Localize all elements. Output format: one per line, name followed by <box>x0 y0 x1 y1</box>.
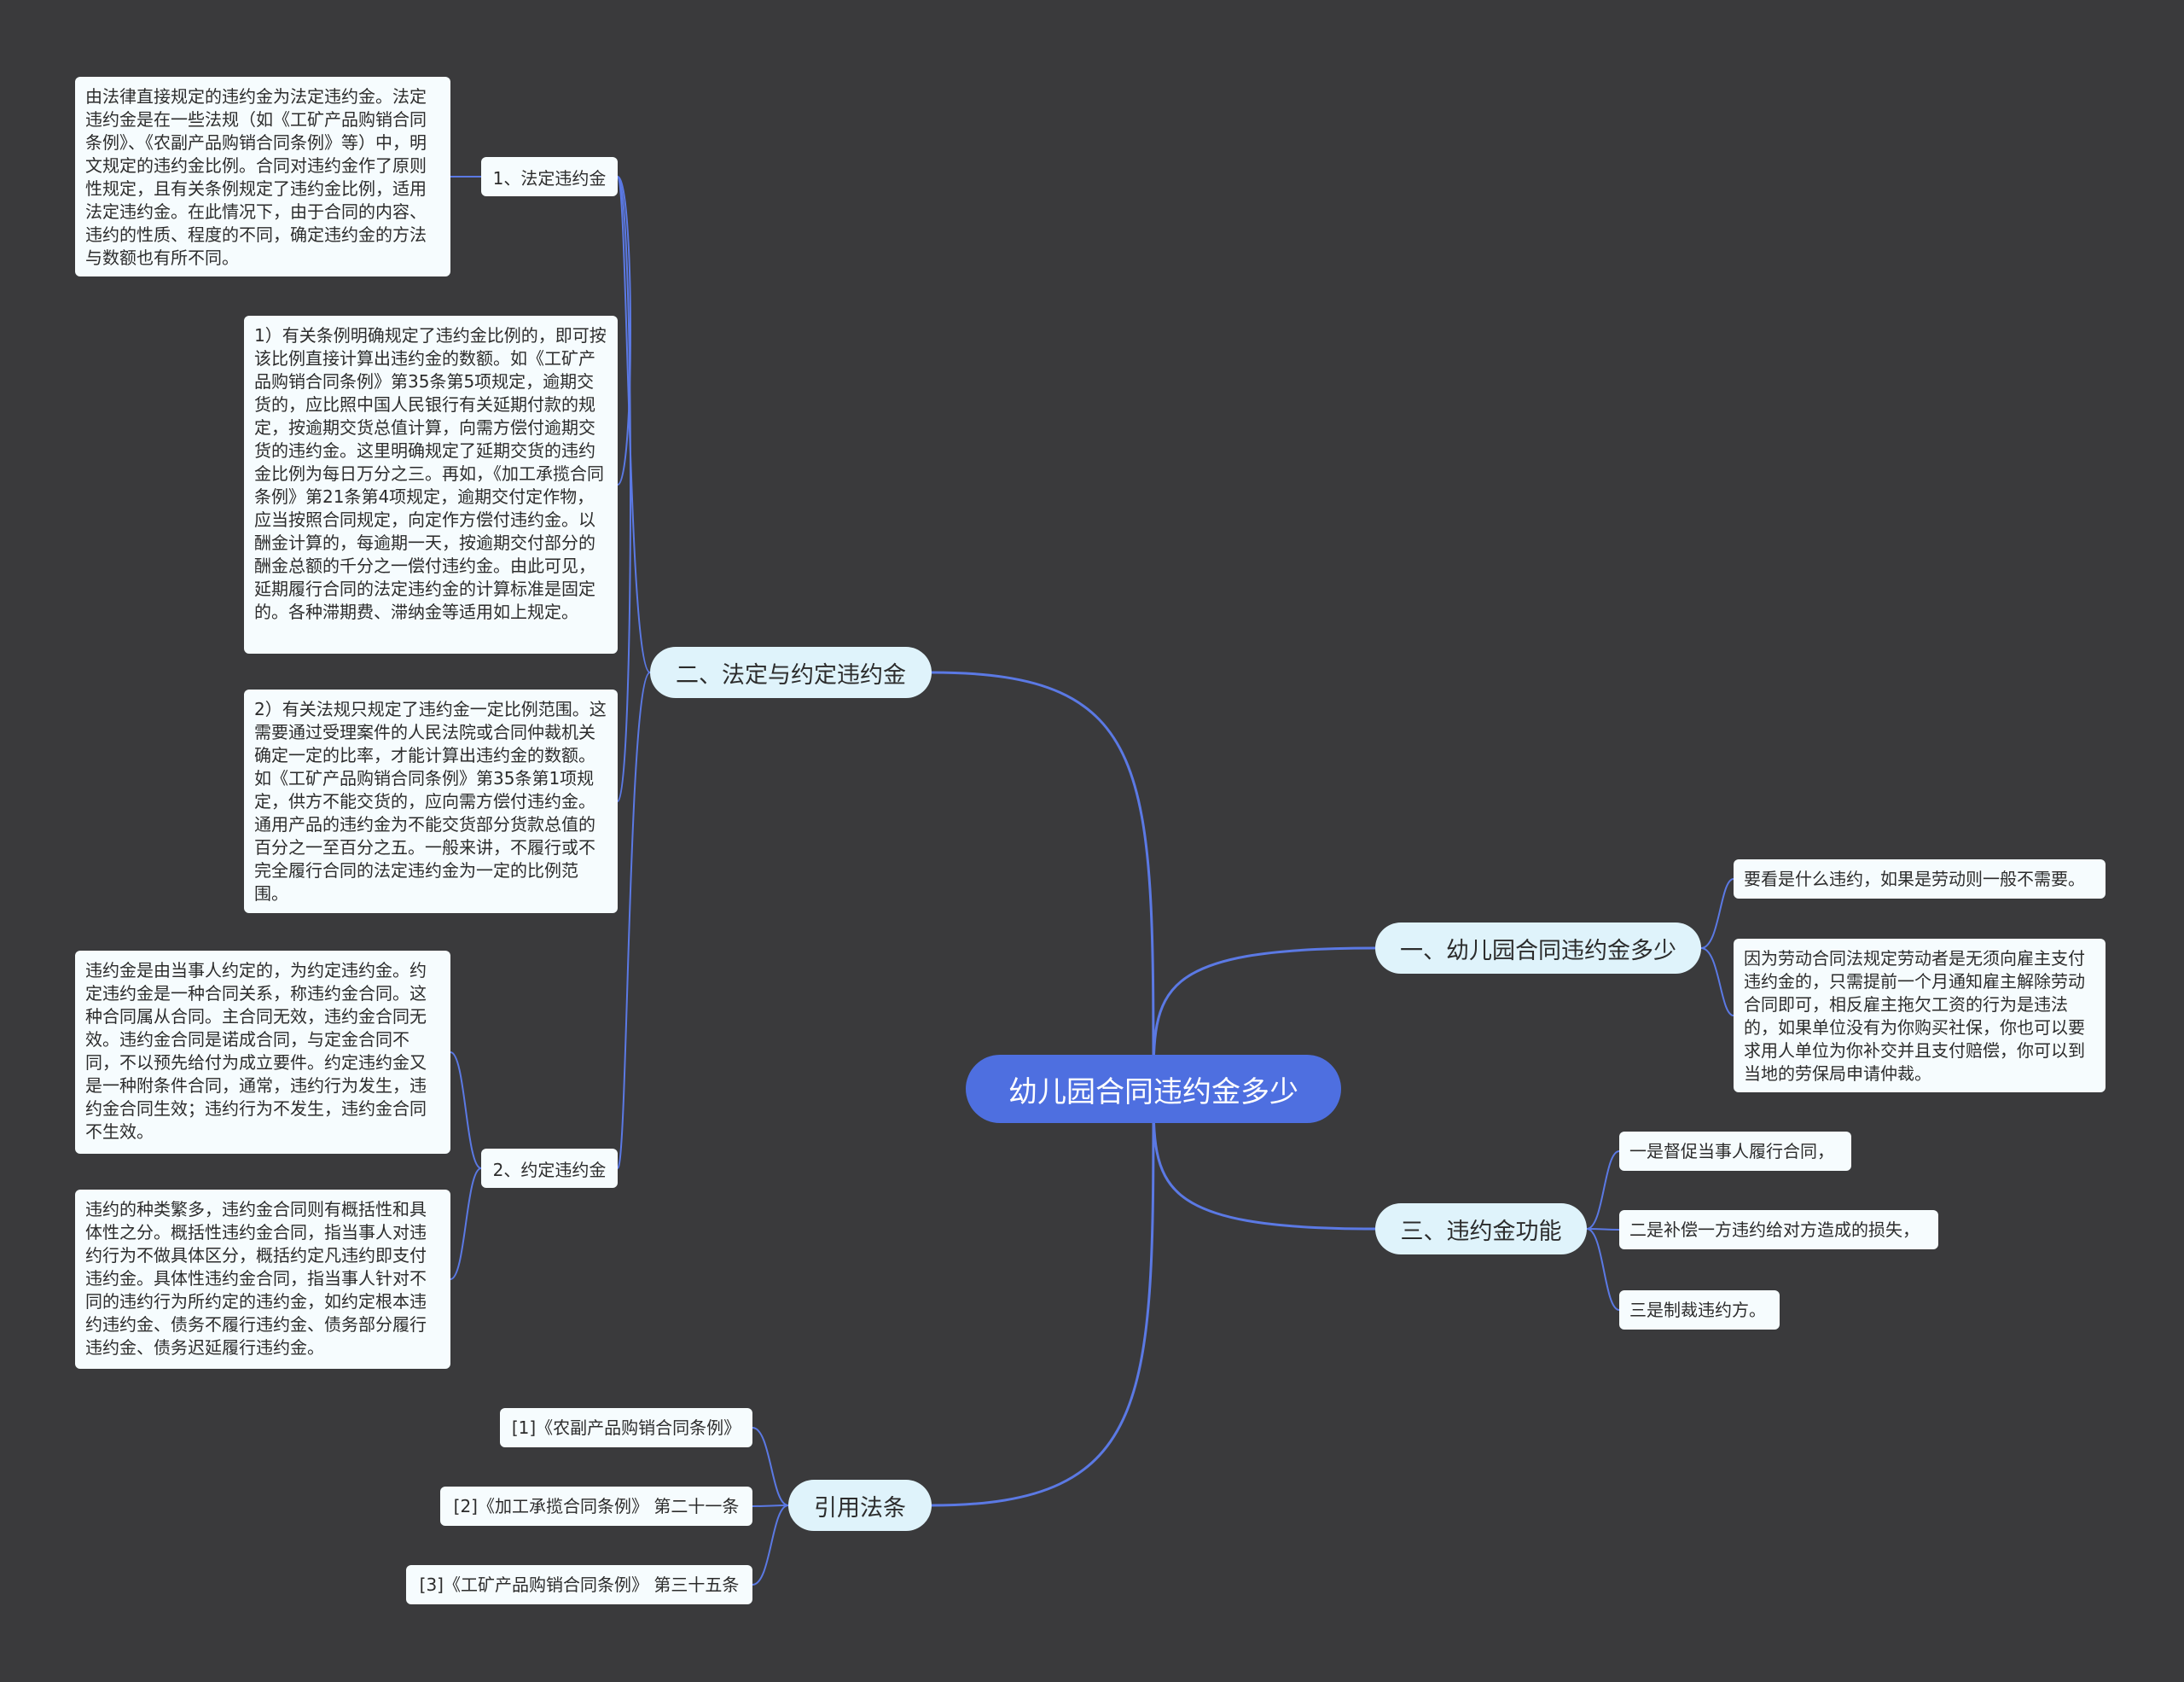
topic-1-leaf-2[interactable]: 因为劳动合同法规定劳动者是无须向雇主支付违约金的，只需提前一个月通知雇主解除劳动… <box>1734 939 2106 1092</box>
connector-line-7 <box>1586 1228 1620 1231</box>
topic-3-leaf-2[interactable]: 二是补偿一方违约给对方造成的损失， <box>1619 1210 1938 1249</box>
connector-line-9 <box>752 1427 789 1506</box>
topic-4-leaf-2[interactable]: [2]《加工承揽合同条例》 第二十一条 <box>440 1487 752 1526</box>
connector-line-15 <box>617 176 631 486</box>
topic-2-sub-2[interactable]: 2、约定违约金 <box>481 1149 618 1188</box>
topic-3-leaf-1[interactable]: 一是督促当事人履行合同， <box>1619 1132 1851 1171</box>
connector-line-10 <box>752 1504 789 1507</box>
topic-3[interactable]: 三、违约金功能 <box>1375 1203 1587 1254</box>
topic-4-leaf-3[interactable]: [3]《工矿产品购销合同条例》 第三十五条 <box>406 1565 752 1604</box>
topic-2-sub-1-leaf-2[interactable]: 1）有关条例明确规定了违约金比例的，即可按该比例直接计算出违约金的数额。如《工矿… <box>244 316 618 654</box>
connector-line-8 <box>1586 1228 1620 1311</box>
connector-line-5 <box>1700 947 1734 1016</box>
topic-1[interactable]: 一、幼儿园合同违约金多少 <box>1375 922 1701 974</box>
root-topic[interactable]: 幼儿园合同违约金多少 <box>966 1055 1341 1123</box>
topic-2-sub-1-leaf-3[interactable]: 2）有关法规只规定了违约金一定比例范围。这需要通过受理案件的人民法院或合同仲裁机… <box>244 690 618 913</box>
topic-3-leaf-3[interactable]: 三是制裁违约方。 <box>1619 1290 1780 1330</box>
connector-line-11 <box>752 1504 789 1586</box>
topic-1-leaf-1[interactable]: 要看是什么违约，如果是劳动则一般不需要。 <box>1734 859 2106 899</box>
topic-2-sub-1-leaf-1[interactable]: 由法律直接规定的违约金为法定违约金。法定违约金是在一些法规（如《工矿产品购销合同… <box>75 77 450 276</box>
connector-line-17 <box>450 1051 482 1169</box>
topic-2-sub-1[interactable]: 1、法定违约金 <box>481 157 618 196</box>
connector-line-4 <box>1700 878 1734 949</box>
connector-line-6 <box>1586 1150 1620 1230</box>
connector-line-16 <box>617 176 631 802</box>
connector-line-3 <box>930 1087 1155 1507</box>
topic-2[interactable]: 二、法定与约定违约金 <box>650 647 932 698</box>
connector-line-12 <box>617 176 651 673</box>
topic-4[interactable]: 引用法条 <box>788 1480 932 1531</box>
connector-line-13 <box>617 672 651 1169</box>
topic-2-sub-2-leaf-1[interactable]: 违约金是由当事人约定的，为约定违约金。约定违约金是一种合同关系，称违约金合同。这… <box>75 951 450 1154</box>
connector-line-18 <box>450 1167 482 1280</box>
topic-2-sub-2-leaf-2[interactable]: 违约的种类繁多，违约金合同则有概括性和具体性之分。概括性违约金合同，指当事人对违… <box>75 1190 450 1369</box>
topic-4-leaf-1[interactable]: [1]《农副产品购销合同条例》 <box>500 1408 752 1447</box>
connector-line-2 <box>930 671 1155 1091</box>
